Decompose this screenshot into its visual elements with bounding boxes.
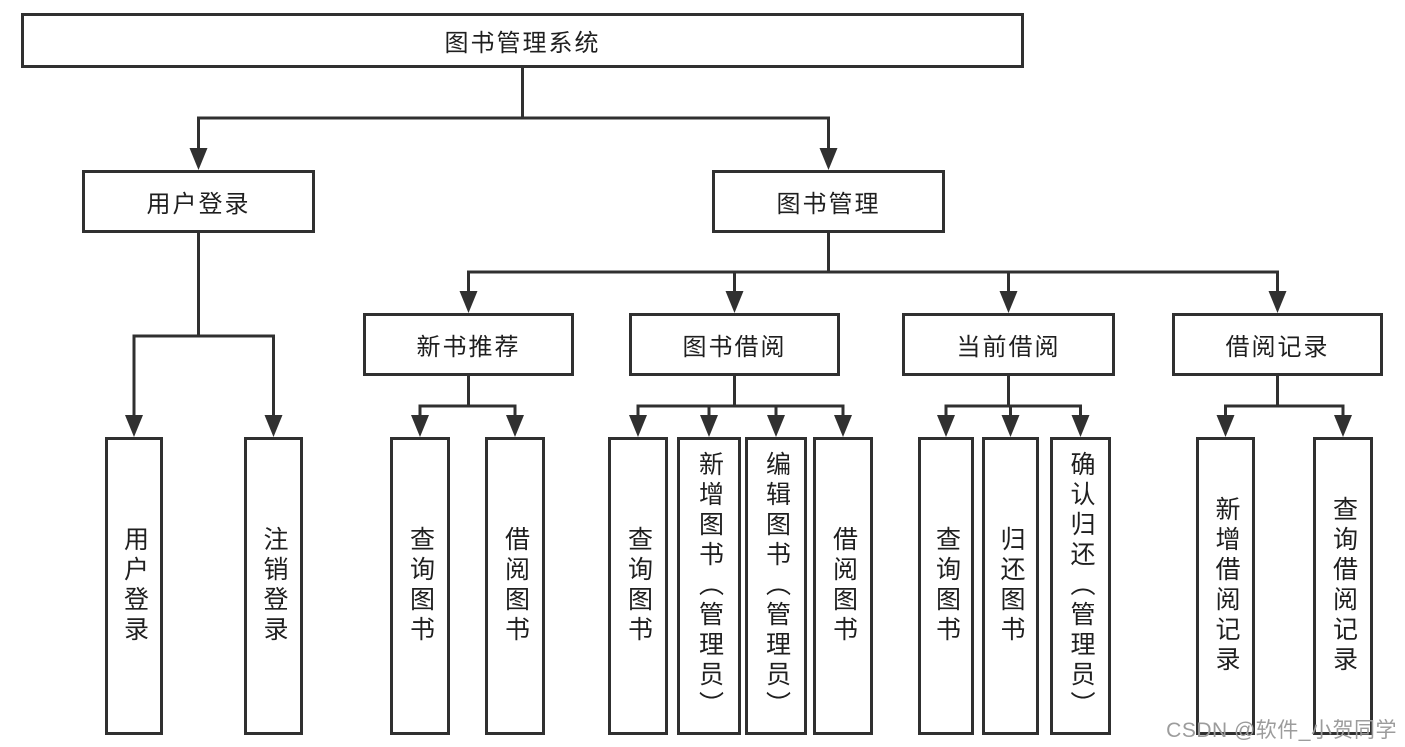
node-label-current-borrowing: 当前借阅 (956, 334, 1061, 361)
node-root: 图书管理系统 (21, 13, 1024, 68)
connector-root (197, 66, 830, 154)
connector-arrowhead (937, 415, 955, 437)
connector-arrowhead (629, 415, 647, 437)
connector-arrowhead (506, 415, 524, 437)
connector-user-login (132, 231, 275, 421)
node-label-user-login: 用户登录 (146, 191, 251, 218)
node-label-leaf-query-book-current: 查询图书 (932, 526, 961, 646)
node-label-leaf-borrow-book-borrowing: 借阅图书 (829, 526, 858, 646)
node-leaf-add-book-admin: 新增图书（管理员） (677, 437, 741, 735)
connector-arrowhead (411, 415, 429, 437)
node-leaf-borrow-book-recommend: 借阅图书 (485, 437, 545, 735)
node-leaf-confirm-return-admin: 确认归还（管理员） (1050, 437, 1111, 735)
node-label-new-book-recommend: 新书推荐 (416, 334, 521, 361)
connector-borrowing-records (1224, 374, 1345, 421)
node-label-leaf-add-borrow-record: 新增借阅记录 (1212, 496, 1240, 676)
node-label-book-management: 图书管理 (776, 191, 881, 218)
connector-arrowhead (1001, 415, 1020, 437)
connector-arrowhead (1071, 415, 1090, 437)
connector-arrowhead (1216, 415, 1235, 437)
node-label-leaf-query-borrow-record: 查询借阅记录 (1329, 496, 1358, 676)
node-leaf-edit-book-admin: 编辑图书（管理员） (745, 437, 807, 735)
node-label-book-borrowing: 图书借阅 (682, 334, 787, 361)
connector-book-management (467, 231, 1279, 297)
node-book-borrowing: 图书借阅 (629, 313, 840, 376)
connector-arrowhead (1268, 291, 1287, 313)
node-leaf-query-book-borrowing: 查询图书 (608, 437, 668, 735)
node-label-leaf-borrow-book-recommend: 借阅图书 (501, 526, 530, 646)
node-label-leaf-logout: 注销登录 (260, 526, 288, 646)
node-borrowing-records: 借阅记录 (1172, 313, 1383, 376)
connector-new-book-recommend (418, 374, 517, 421)
node-leaf-user-login: 用户登录 (105, 437, 163, 735)
connector-arrowhead (999, 291, 1018, 313)
node-label-root: 图书管理系统 (444, 30, 601, 57)
connector-arrowhead (725, 291, 744, 313)
watermark: CSDN @软件_小贺同学 (1166, 719, 1397, 742)
connector-arrowhead (189, 148, 208, 170)
node-label-leaf-user-login: 用户登录 (120, 526, 149, 646)
connector-arrowhead (700, 415, 718, 437)
node-leaf-logout: 注销登录 (244, 437, 303, 735)
node-label-leaf-confirm-return-admin: 确认归还（管理员） (1067, 451, 1095, 721)
connector-arrowhead (459, 291, 478, 313)
node-user-login: 用户登录 (82, 170, 315, 233)
node-leaf-query-book-recommend: 查询图书 (390, 437, 450, 735)
node-leaf-query-book-current: 查询图书 (918, 437, 974, 735)
node-new-book-recommend: 新书推荐 (363, 313, 574, 376)
connector-arrowhead (125, 415, 143, 437)
node-label-leaf-return-book: 归还图书 (997, 526, 1025, 646)
node-leaf-return-book: 归还图书 (982, 437, 1039, 735)
node-leaf-borrow-book-borrowing: 借阅图书 (813, 437, 873, 735)
node-label-leaf-query-book-borrowing: 查询图书 (624, 526, 653, 646)
node-label-leaf-query-book-recommend: 查询图书 (406, 526, 435, 646)
connector-current-borrowing (944, 374, 1082, 421)
node-leaf-add-borrow-record: 新增借阅记录 (1196, 437, 1255, 735)
node-leaf-query-borrow-record: 查询借阅记录 (1313, 437, 1373, 735)
connector-arrowhead (834, 415, 852, 437)
node-label-leaf-add-book-admin: 新增图书（管理员） (695, 451, 724, 721)
connector-arrowhead (264, 415, 283, 437)
node-label-leaf-edit-book-admin: 编辑图书（管理员） (762, 451, 791, 721)
connector-arrowhead (819, 148, 838, 170)
connector-book-borrowing (636, 374, 845, 421)
connector-arrowhead (767, 415, 785, 437)
connector-arrowhead (1334, 415, 1352, 437)
node-current-borrowing: 当前借阅 (902, 313, 1115, 376)
node-book-management: 图书管理 (712, 170, 945, 233)
node-label-borrowing-records: 借阅记录 (1225, 334, 1330, 361)
